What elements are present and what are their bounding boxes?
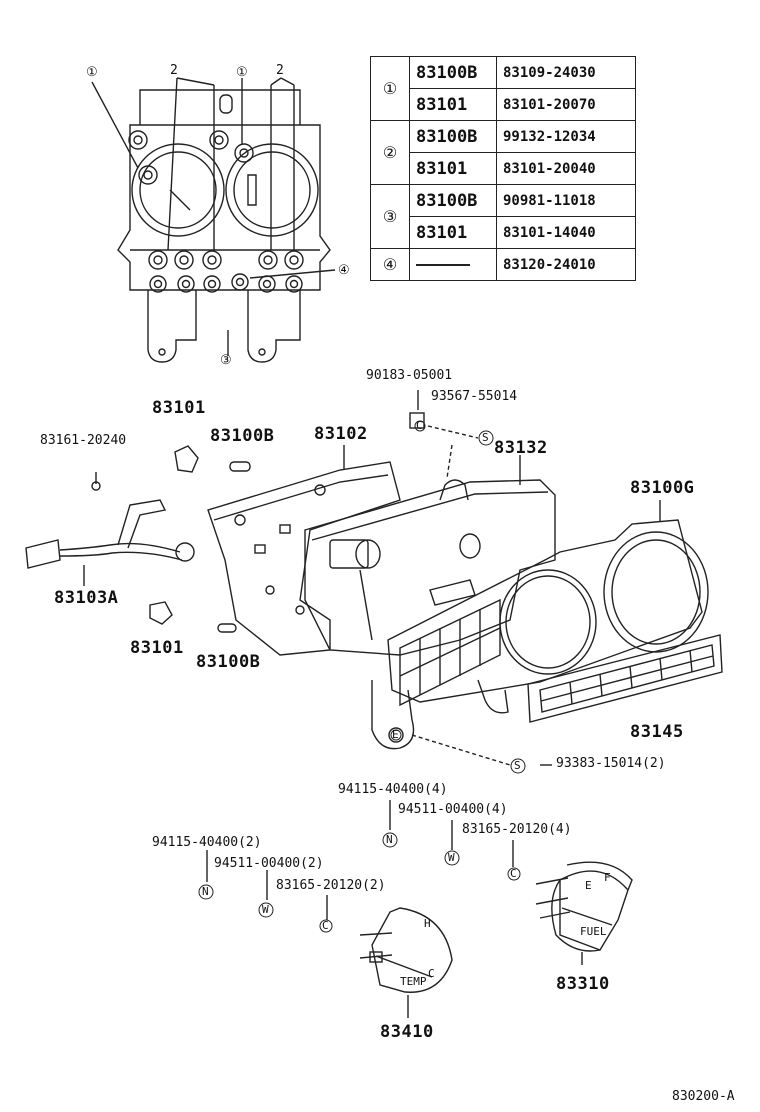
marker-2-right: 2 xyxy=(276,63,284,78)
label-83100G: 83100G xyxy=(630,478,695,498)
reference-table: ① 83100B 83109-24030 83101 83101-20070 ②… xyxy=(370,56,636,281)
table-part-dash xyxy=(409,248,497,281)
table-part: 83100B xyxy=(409,120,497,153)
bottom-bracket xyxy=(371,679,509,750)
callout-n: N xyxy=(386,833,393,846)
callout-s: S xyxy=(482,431,489,444)
label-83102: 83102 xyxy=(314,424,368,444)
rear-view-drawing xyxy=(91,77,336,363)
table-number: 90981-11018 xyxy=(496,184,636,217)
label-83100B-bottom: 83100B xyxy=(196,652,261,672)
label-83310: 83310 xyxy=(556,974,610,994)
dash-line xyxy=(416,263,470,266)
table-group-no: ④ xyxy=(370,248,410,281)
temp-h-mark: H xyxy=(424,917,431,930)
label-83100B-top: 83100B xyxy=(210,426,275,446)
callout-e: E xyxy=(392,728,399,741)
dial-face xyxy=(387,519,709,707)
meter-housing xyxy=(304,479,556,656)
temp-word: TEMP xyxy=(400,975,427,988)
label-94511-00400-2: 94511-00400(2) xyxy=(214,856,324,871)
callout-w: W xyxy=(262,903,269,916)
reference-lines xyxy=(411,425,511,766)
table-number: 83101-14040 xyxy=(496,216,636,249)
table-number: 83101-20070 xyxy=(496,88,636,121)
table-part: 83101 xyxy=(409,216,497,249)
printed-circuit-plate xyxy=(207,461,401,656)
marker-4: ④ xyxy=(338,263,350,278)
label-94511-00400-4: 94511-00400(4) xyxy=(398,802,508,817)
table-group-no: ② xyxy=(370,120,410,185)
table-group-no: ① xyxy=(370,56,410,121)
table-part: 83101 xyxy=(409,88,497,121)
leader-lines xyxy=(83,390,661,1018)
callout-circles xyxy=(198,420,526,933)
table-number: 83109-24030 xyxy=(496,56,636,89)
wire-harness xyxy=(25,499,195,569)
label-83145: 83145 xyxy=(630,722,684,742)
label-83161-20240: 83161-20240 xyxy=(40,433,127,448)
label-83103A: 83103A xyxy=(54,588,119,608)
fuel-word: FUEL xyxy=(580,925,607,938)
marker-3: ③ xyxy=(220,353,232,368)
label-83101-bottom: 83101 xyxy=(130,638,184,658)
temp-c-mark: C xyxy=(428,967,435,980)
callout-c: C xyxy=(510,867,517,880)
callout-c: C xyxy=(322,919,329,932)
label-83165-20120-2: 83165-20120(2) xyxy=(276,878,386,893)
table-part: 83100B xyxy=(409,184,497,217)
label-83132: 83132 xyxy=(494,438,548,458)
callout-w: W xyxy=(448,851,455,864)
table-number: 83120-24010 xyxy=(496,248,636,281)
label-90183-05001: 90183-05001 xyxy=(366,368,453,383)
callout-s: S xyxy=(514,759,521,772)
table-group-no: ③ xyxy=(370,184,410,249)
label-83101-top: 83101 xyxy=(152,398,206,418)
marker-1-right: ① xyxy=(236,65,248,80)
loose-parts xyxy=(91,412,425,633)
label-94115-40400-4: 94115-40400(4) xyxy=(338,782,448,797)
marker-2-left: 2 xyxy=(170,63,178,78)
table-part: 83100B xyxy=(409,56,497,89)
label-94115-40400-2: 94115-40400(2) xyxy=(152,835,262,850)
table-part: 83101 xyxy=(409,152,497,185)
fuel-gauge xyxy=(535,861,633,952)
fuel-e-mark: E xyxy=(585,879,592,892)
fuel-f-mark: F xyxy=(604,871,611,884)
marker-1-left: ① xyxy=(86,65,98,80)
warning-panel xyxy=(527,634,723,723)
callout-n: N xyxy=(202,885,209,898)
table-number: 99132-12034 xyxy=(496,120,636,153)
callout-c: C xyxy=(416,419,423,432)
label-93383-15014: 93383-15014(2) xyxy=(556,756,666,771)
label-83410: 83410 xyxy=(380,1022,434,1042)
label-83165-20120-4: 83165-20120(4) xyxy=(462,822,572,837)
figure-code: 830200-A xyxy=(672,1089,735,1104)
temp-gauge xyxy=(359,907,453,993)
label-93567-55014: 93567-55014 xyxy=(431,389,518,404)
table-number: 83101-20040 xyxy=(496,152,636,185)
